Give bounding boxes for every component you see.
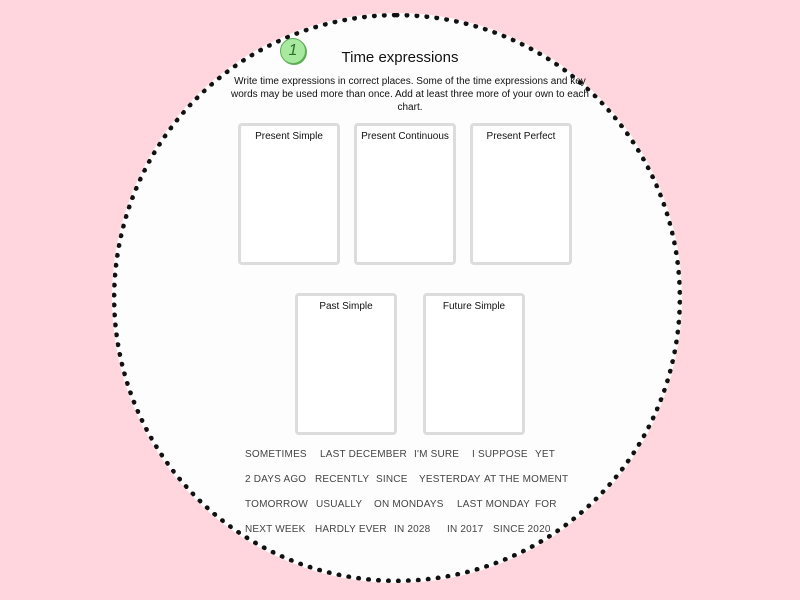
box-label: Past Simple xyxy=(319,301,373,312)
drop-box-present-perfect[interactable]: Present Perfect xyxy=(470,123,572,265)
word-tile[interactable]: YESTERDAY xyxy=(419,474,481,485)
word-tile[interactable]: LAST DECEMBER xyxy=(320,449,407,460)
box-label: Present Perfect xyxy=(486,131,556,142)
drop-box-future-simple[interactable]: Future Simple xyxy=(423,293,525,435)
word-tile[interactable]: IN 2028 xyxy=(394,524,431,535)
box-label: Future Simple xyxy=(442,301,506,312)
word-tile[interactable]: NEXT WEEK xyxy=(245,524,306,535)
word-tile[interactable]: SINCE 2020 xyxy=(493,524,551,535)
word-tile[interactable]: IN 2017 xyxy=(447,524,484,535)
word-tile[interactable]: RECENTLY xyxy=(315,474,370,485)
drop-box-present-simple[interactable]: Present Simple xyxy=(238,123,340,265)
activity-number-badge: 1 xyxy=(280,38,306,64)
box-label: Present Simple xyxy=(255,131,323,142)
drop-box-past-simple[interactable]: Past Simple xyxy=(295,293,397,435)
word-tile[interactable]: YET xyxy=(535,449,556,460)
word-tile[interactable]: ON MONDAYS xyxy=(374,499,444,510)
box-label: Present Continuous xyxy=(361,131,449,142)
drop-box-present-continuous[interactable]: Present Continuous xyxy=(354,123,456,265)
word-tile[interactable]: HARDLY EVER xyxy=(315,524,387,535)
word-tile[interactable]: 2 DAYS AGO xyxy=(245,474,307,485)
word-tile[interactable]: FOR xyxy=(535,499,557,510)
activity-instructions: Write time expressions in correct places… xyxy=(231,76,589,113)
word-tile[interactable]: I SUPPOSE xyxy=(472,449,528,460)
word-tile[interactable]: AT THE MOMENT xyxy=(484,474,569,485)
activity-circle xyxy=(112,13,682,583)
word-tile[interactable]: USUALLY xyxy=(316,499,363,510)
activity-title: Time expressions xyxy=(341,49,459,66)
word-tile[interactable]: SINCE xyxy=(376,474,408,485)
word-tile[interactable]: LAST MONDAY xyxy=(457,499,530,510)
word-tile[interactable]: I'M SURE xyxy=(414,449,460,460)
word-tile[interactable]: TOMORROW xyxy=(245,499,309,510)
word-tile[interactable]: SOMETIMES xyxy=(245,449,307,460)
